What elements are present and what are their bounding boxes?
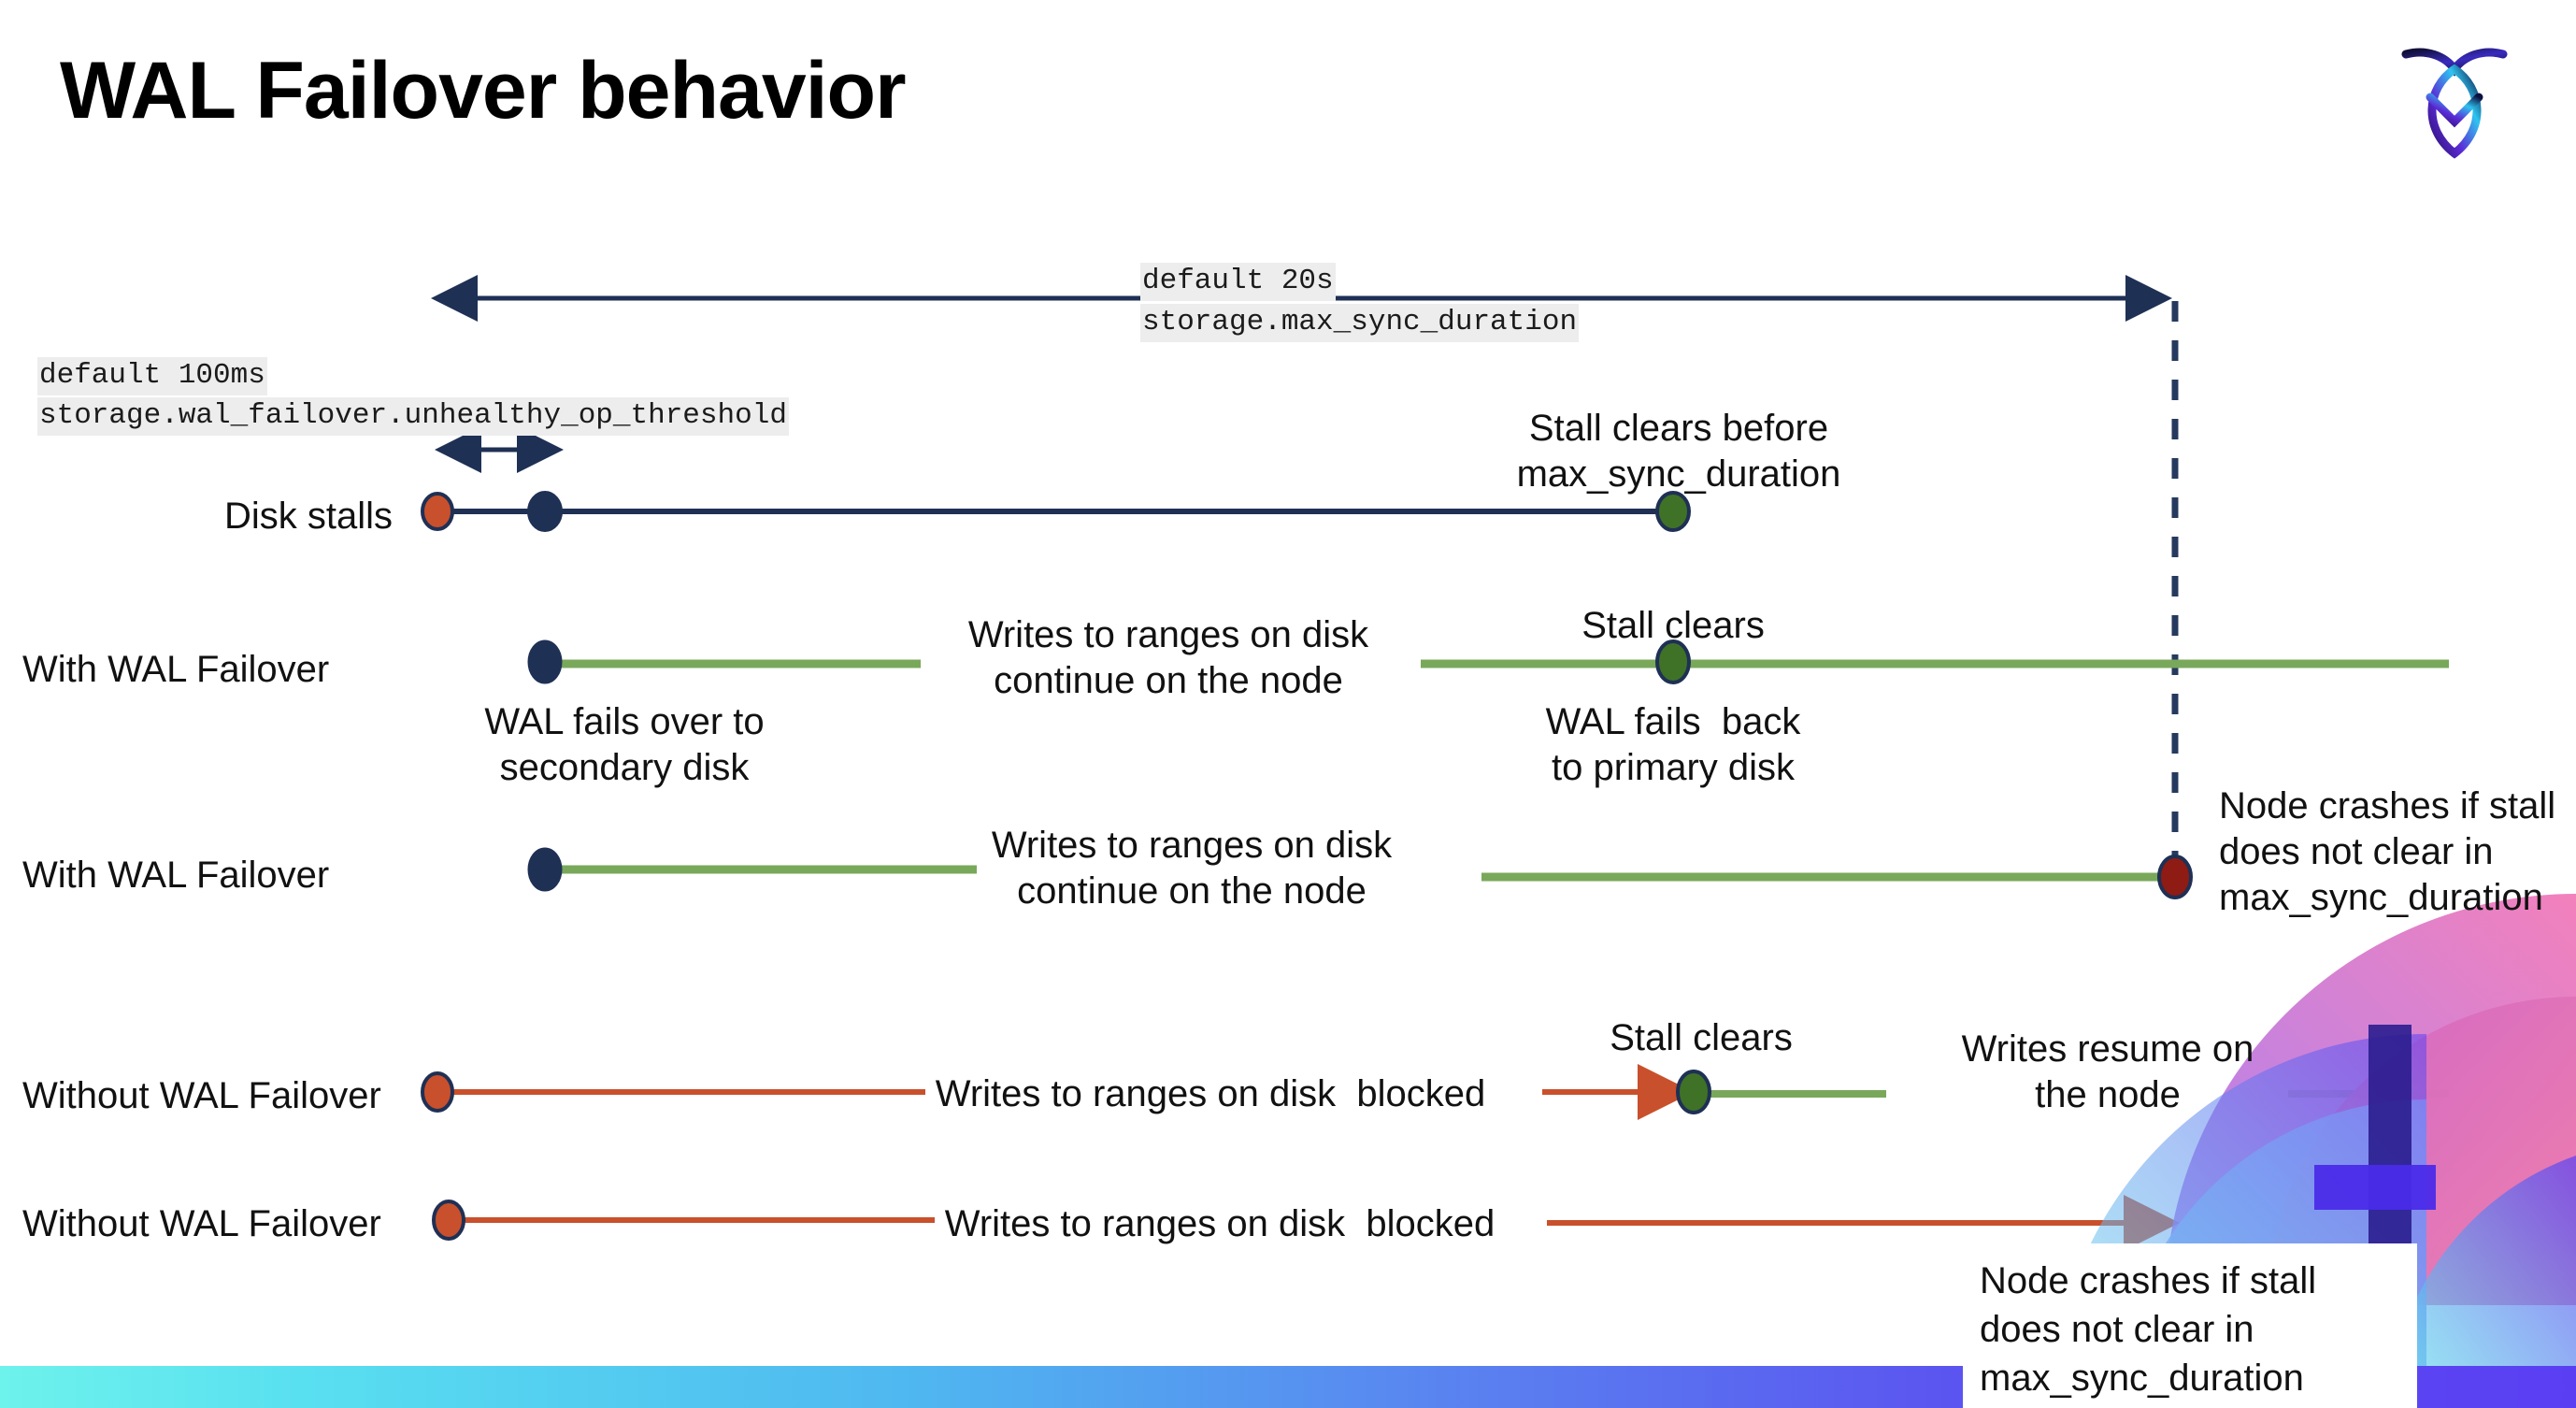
row-label-disk-stalls: Disk stalls: [223, 496, 393, 537]
row-label-without-wal-failover-2: Without WAL Failover: [22, 1203, 381, 1244]
note-node-crashes-1: Node crashes if stall does not clear in …: [2219, 785, 2556, 918]
marker-unhealthy-op-threshold: [527, 491, 563, 532]
marker-wal-fails-over: [527, 639, 563, 684]
marker-stall-clears: [1655, 491, 1691, 532]
marker-stall-start-2: [421, 1071, 454, 1113]
note-wal-fails-back: WAL fails back to primary disk: [1545, 701, 1801, 788]
marker-wal-fails-over-2: [527, 847, 563, 892]
row-disk-stalls-track: [421, 491, 1691, 532]
row-label-with-wal-failover-1: With WAL Failover: [22, 649, 330, 690]
note-stall-clears-2: Stall clears: [1610, 1017, 1793, 1058]
note-stall-clears-before-max-sync: Stall clears before max_sync_duration: [1516, 408, 1841, 495]
note-wal-fails-over: WAL fails over to secondary disk: [484, 701, 765, 788]
note-writes-resume: Writes resume on the node: [1961, 1028, 2254, 1115]
unhealthy-op-setting-label: storage.wal_failover.unhealthy_op_thresh…: [37, 397, 789, 436]
row-with-wal-failover-crash-track: [527, 847, 2193, 899]
note-stall-clears-1: Stall clears: [1581, 605, 1765, 646]
note-writes-continue-2: Writes to ranges on disk continue on the…: [991, 825, 1393, 912]
unhealthy-op-default-label: default 100ms: [37, 357, 267, 395]
marker-stall-clears-wal-back: [1655, 639, 1691, 684]
marker-stall-clears-2: [1676, 1070, 1711, 1114]
max-sync-default-label: default 20s: [1140, 263, 1336, 301]
row-with-wal-failover-clears-track: [527, 639, 2449, 684]
marker-stall-start-3: [432, 1200, 465, 1241]
note-writes-continue-1: Writes to ranges on disk continue on the…: [967, 614, 1369, 701]
note-node-crashes-2: Node crashes if stall does not clear in …: [1963, 1243, 2417, 1408]
note-writes-blocked-2: Writes to ranges on disk blocked: [944, 1203, 1496, 1244]
row-label-with-wal-failover-2: With WAL Failover: [22, 855, 330, 896]
marker-stall-start: [421, 492, 454, 531]
page-title: WAL Failover behavior: [60, 46, 907, 136]
max-sync-setting-label: storage.max_sync_duration: [1140, 304, 1580, 342]
row-label-without-wal-failover-1: Without WAL Failover: [22, 1075, 381, 1116]
cockroachdb-logo-icon: [2401, 48, 2508, 159]
marker-node-crash-1: [2157, 855, 2193, 899]
note-writes-blocked-1: Writes to ranges on disk blocked: [935, 1073, 1486, 1114]
